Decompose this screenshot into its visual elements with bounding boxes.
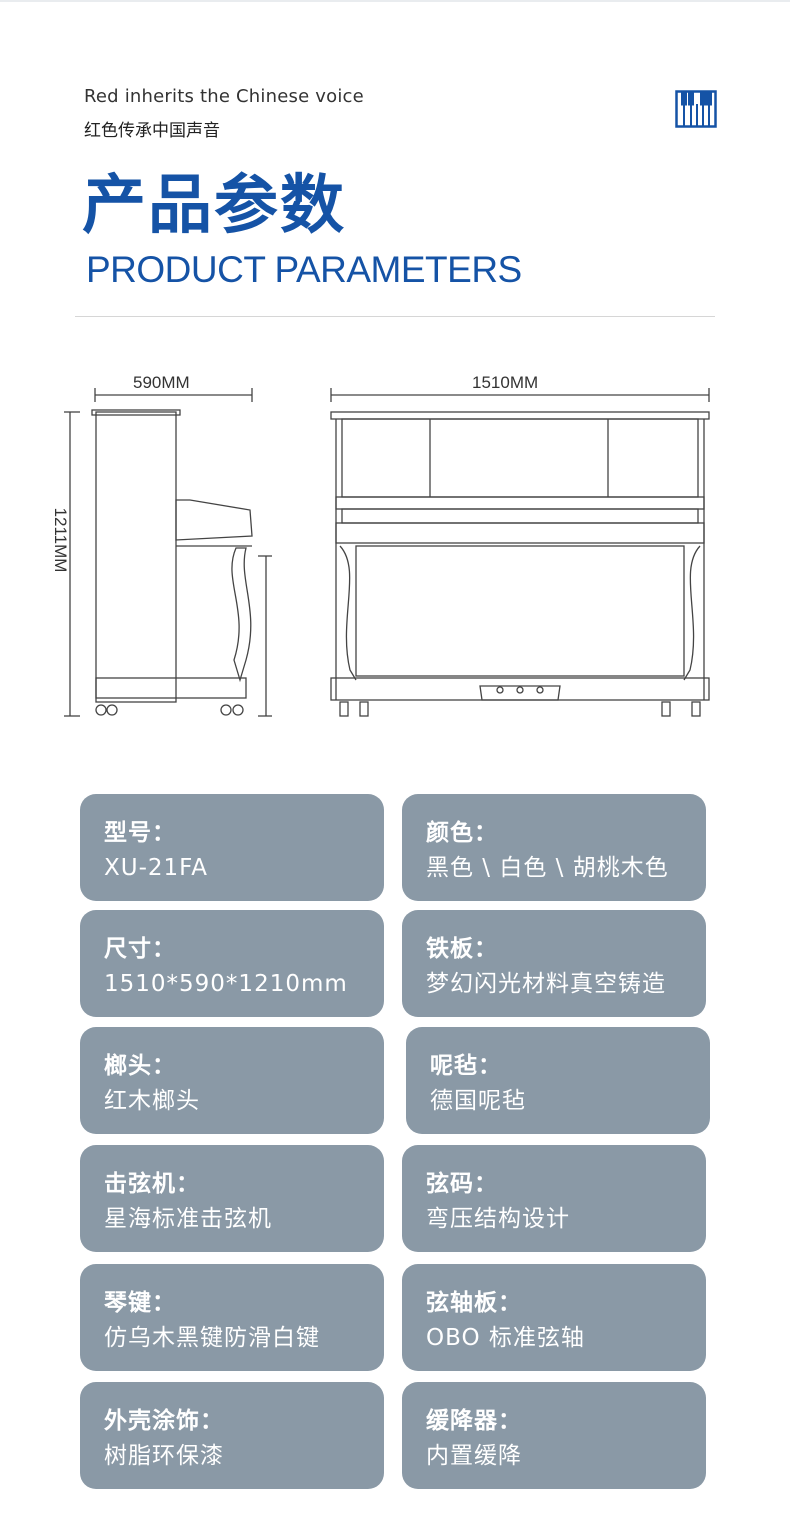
spec-label: 铁板： bbox=[426, 936, 498, 962]
spec-value: OBO 标准弦轴 bbox=[426, 1325, 585, 1351]
spec-value: 德国呢毡 bbox=[430, 1088, 526, 1114]
spec-value: 树脂环保漆 bbox=[104, 1443, 224, 1469]
spec-value: 黑色 \ 白色 \ 胡桃木色 bbox=[426, 855, 669, 881]
spec-label: 缓降器： bbox=[426, 1408, 522, 1434]
spec-label: 型号： bbox=[104, 820, 176, 846]
side-view-drawing bbox=[64, 388, 272, 717]
spec-label: 尺寸： bbox=[104, 936, 176, 962]
spec-value: 红木榔头 bbox=[104, 1088, 200, 1114]
section-divider bbox=[75, 316, 715, 317]
spec-value: 星海标准击弦机 bbox=[104, 1206, 272, 1232]
spec-label: 琴键： bbox=[104, 1290, 176, 1316]
spec-card: 尺寸： 1510*590*1210mm bbox=[80, 910, 384, 1017]
spec-value: 1510*590*1210mm bbox=[104, 971, 348, 997]
spec-label: 外壳涂饰： bbox=[104, 1408, 224, 1434]
tagline-english: Red inherits the Chinese voice bbox=[84, 86, 364, 107]
spec-card: 弦轴板： OBO 标准弦轴 bbox=[402, 1264, 706, 1371]
spec-card: 颜色： 黑色 \ 白色 \ 胡桃木色 bbox=[402, 794, 706, 901]
spec-label: 呢毡： bbox=[430, 1053, 502, 1079]
spec-card: 榔头： 红木榔头 bbox=[80, 1027, 384, 1134]
spec-label: 击弦机： bbox=[104, 1171, 200, 1197]
spec-card: 呢毡： 德国呢毡 bbox=[406, 1027, 710, 1134]
spec-value: 弯压结构设计 bbox=[426, 1206, 570, 1232]
front-view-drawing bbox=[330, 388, 710, 717]
page-title-chinese: 产品参数 bbox=[82, 169, 346, 243]
spec-value: 仿乌木黑键防滑白键 bbox=[104, 1325, 320, 1351]
top-rule bbox=[0, 0, 790, 2]
spec-card: 弦码： 弯压结构设计 bbox=[402, 1145, 706, 1252]
spec-card: 型号： XU-21FA bbox=[80, 794, 384, 901]
height-label: 1211MM bbox=[51, 508, 70, 573]
spec-label: 榔头： bbox=[104, 1053, 176, 1079]
spec-label: 弦码： bbox=[426, 1171, 498, 1197]
spec-card: 琴键： 仿乌木黑键防滑白键 bbox=[80, 1264, 384, 1371]
spec-value: 内置缓降 bbox=[426, 1443, 522, 1469]
spec-value: XU-21FA bbox=[104, 855, 209, 881]
spec-card: 缓降器： 内置缓降 bbox=[402, 1382, 706, 1489]
piano-dimension-diagram: 590MM 1510MM 1211MM bbox=[51, 373, 710, 717]
side-width-label: 590MM bbox=[133, 373, 190, 392]
piano-keys-icon bbox=[675, 90, 717, 128]
spec-card: 击弦机： 星海标准击弦机 bbox=[80, 1145, 384, 1252]
front-width-label: 1510MM bbox=[472, 373, 538, 392]
spec-label: 颜色： bbox=[426, 820, 498, 846]
spec-card: 外壳涂饰： 树脂环保漆 bbox=[80, 1382, 384, 1489]
spec-label: 弦轴板： bbox=[426, 1290, 522, 1316]
spec-value: 梦幻闪光材料真空铸造 bbox=[426, 971, 666, 997]
spec-card: 铁板： 梦幻闪光材料真空铸造 bbox=[402, 910, 706, 1017]
tagline-chinese: 红色传承中国声音 bbox=[84, 121, 220, 141]
page-title-english: PRODUCT PARAMETERS bbox=[86, 249, 522, 290]
